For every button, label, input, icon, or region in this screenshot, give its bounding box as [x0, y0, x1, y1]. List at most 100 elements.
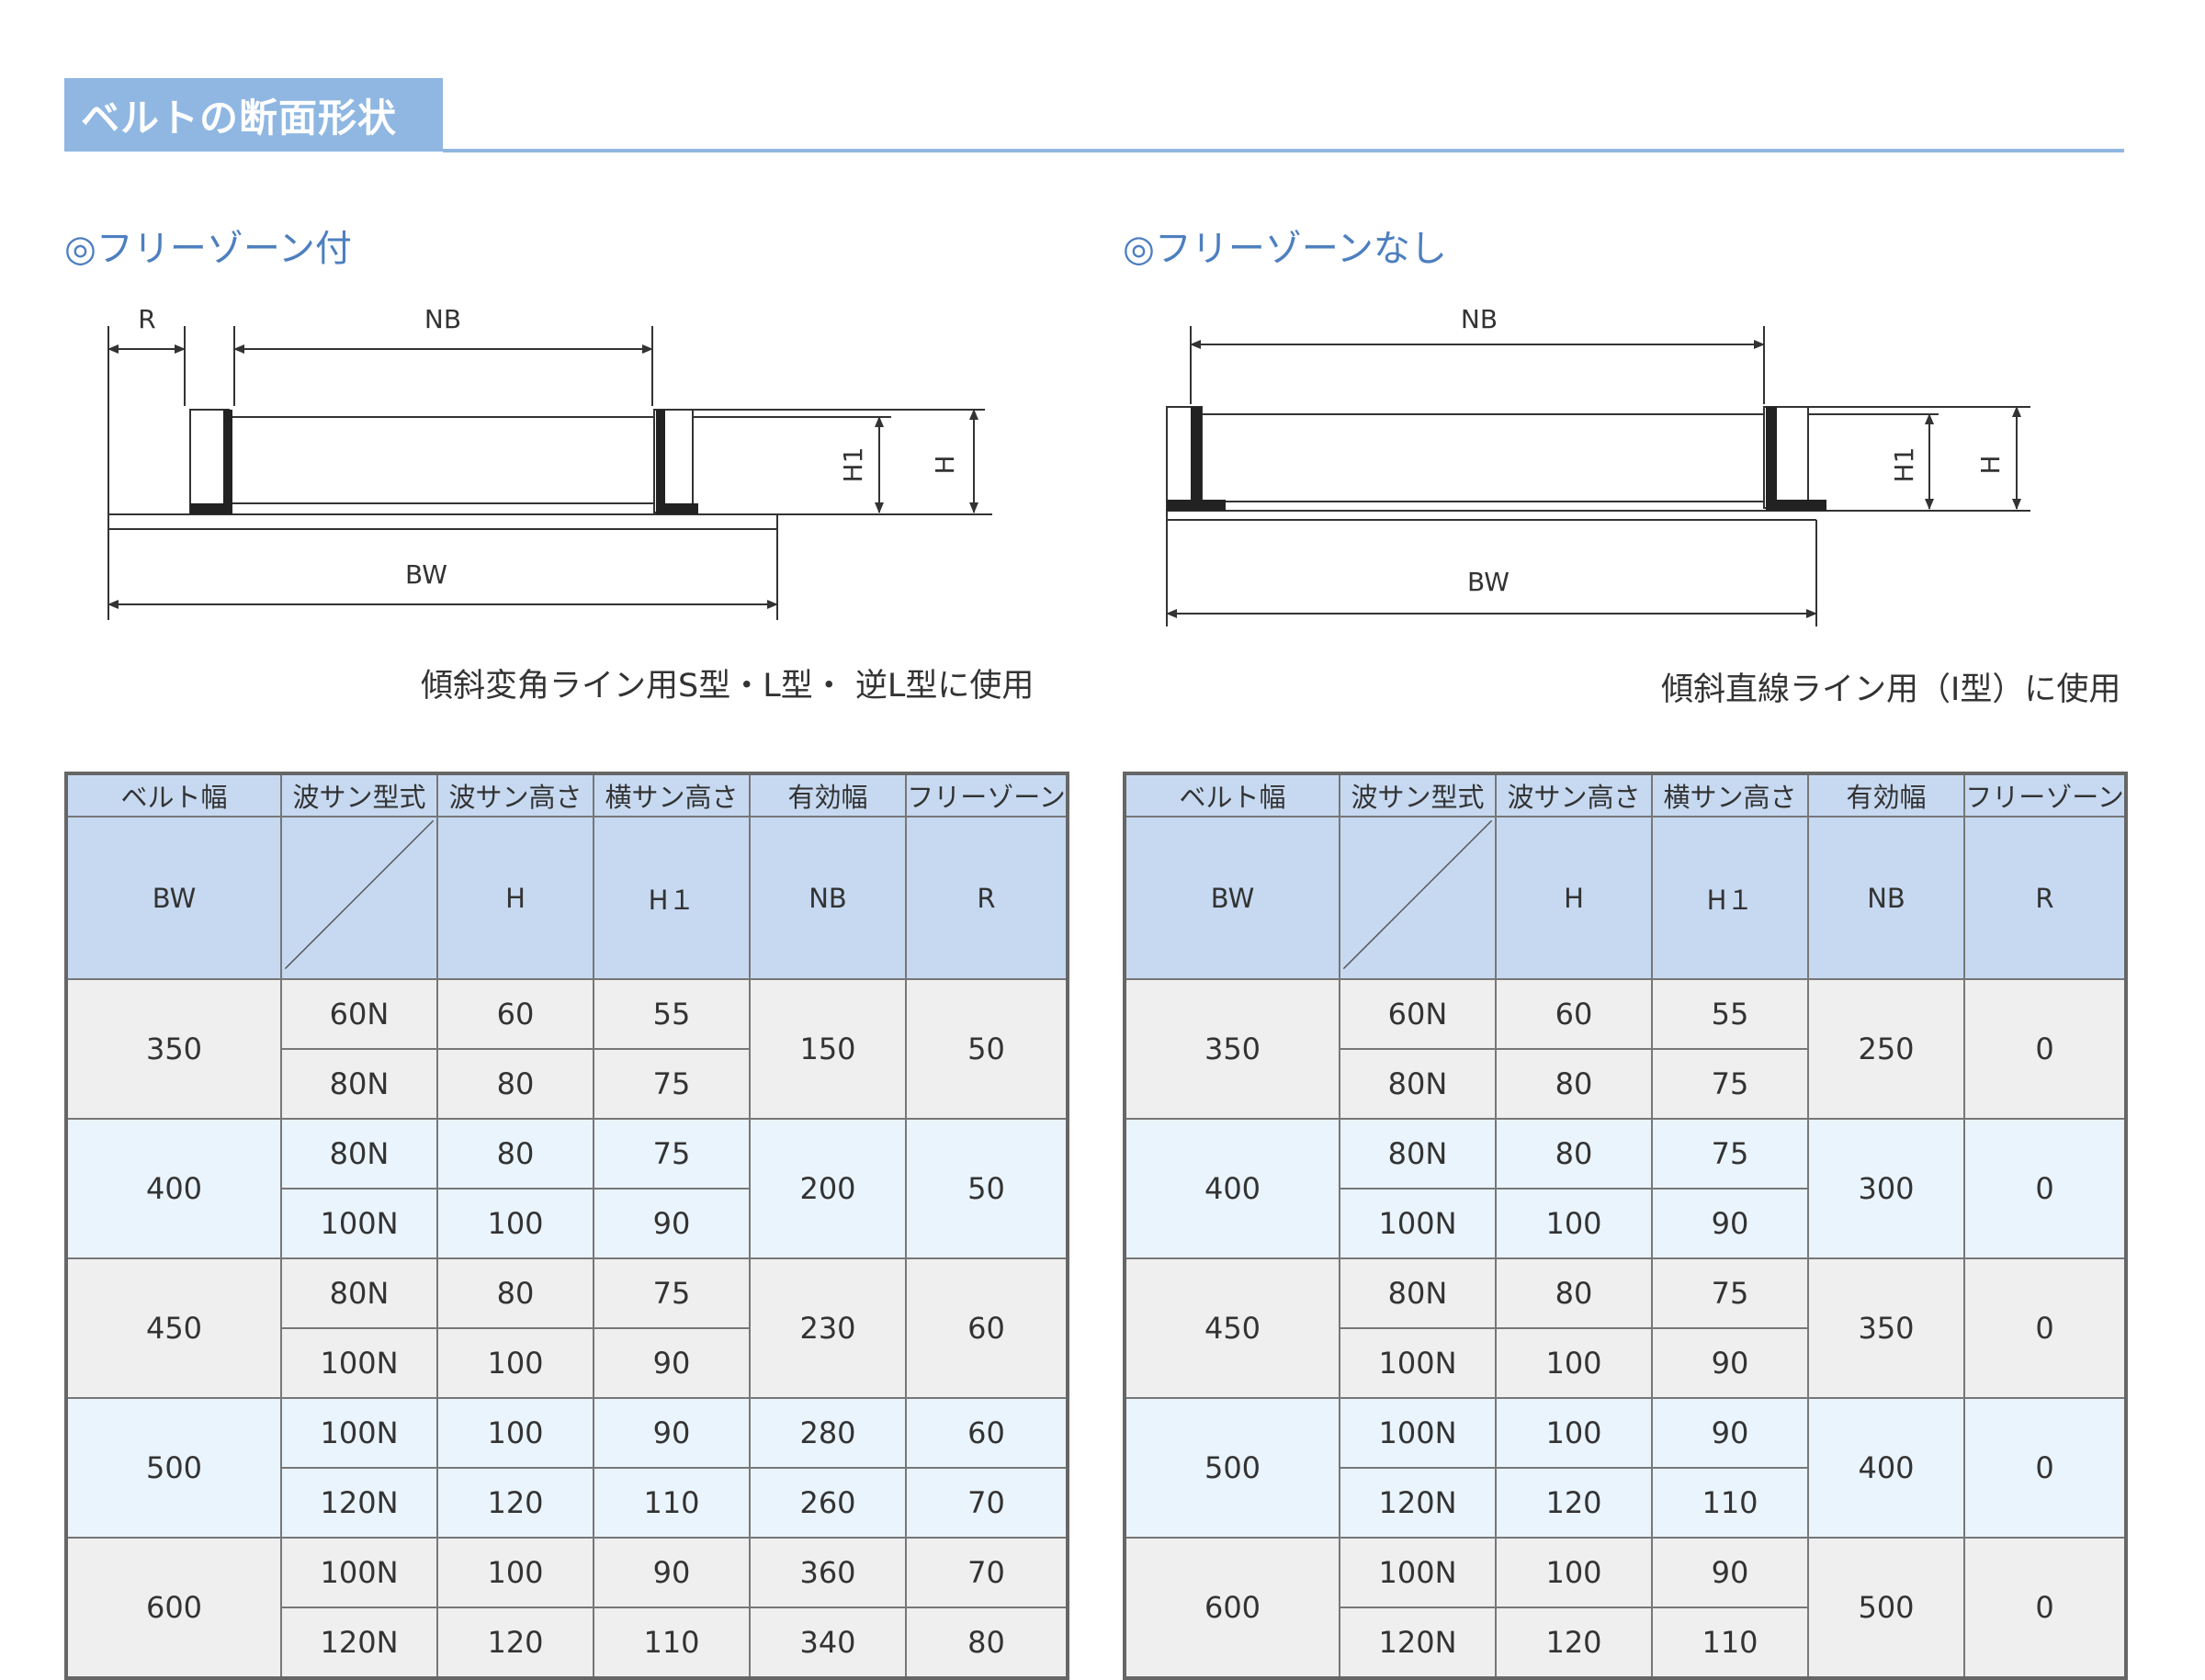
header-cell: フリーゾーン [905, 772, 1069, 817]
effective-width-cell: 150 [749, 978, 907, 1120]
header-cell: 横サン高さ [593, 772, 751, 817]
corrugation-height-cell: 60 [1495, 978, 1653, 1050]
corrugation-height-cell: 80 [436, 1257, 594, 1329]
corrugation-height-cell: 100 [436, 1327, 594, 1399]
header-cell: 波サン型式 [280, 772, 438, 817]
corrugation-type-cell: 80N [1339, 1048, 1497, 1120]
corrugation-type-cell: 120N [1339, 1607, 1497, 1679]
header-cell: 波サン型式 [1339, 772, 1497, 817]
left-caption: 傾斜変角ライン用S型・L型・ 逆L型に使用 [421, 668, 1035, 705]
subheader-cell: R [905, 816, 1069, 980]
effective-width-cell: 200 [749, 1118, 907, 1259]
free-zone-cell: 80 [905, 1607, 1069, 1679]
belt-width-cell: 400 [65, 1118, 282, 1259]
corrugation-height-cell: 80 [1495, 1118, 1653, 1190]
cleat-height-cell: 75 [593, 1257, 751, 1329]
free-zone-cell: 50 [905, 1118, 1069, 1259]
right-spec-table: ベルト幅 波サン型式 波サン高さ 横サン高さ 有効幅 フリーゾーン BW H H… [1123, 772, 2128, 1680]
free-zone-cell: 0 [1963, 1257, 2127, 1399]
corrugation-height-cell: 100 [436, 1188, 594, 1259]
cleat-height-cell: 90 [1651, 1188, 1809, 1259]
corrugation-height-cell: 100 [1495, 1537, 1653, 1608]
diagonal-header-cell [1339, 816, 1497, 980]
belt-width-cell: 500 [1124, 1397, 1340, 1539]
corrugation-height-cell: 120 [436, 1467, 594, 1539]
cleat-height-cell: 90 [1651, 1397, 1809, 1469]
cleat-height-cell: 75 [1651, 1257, 1809, 1329]
belt-width-cell: 450 [65, 1257, 282, 1399]
corrugation-type-cell: 100N [1339, 1537, 1497, 1608]
subheader-cell: BW [65, 816, 282, 980]
corrugation-type-cell: 100N [280, 1188, 438, 1259]
corrugation-height-cell: 100 [436, 1397, 594, 1469]
right-cross-section-diagram: NB BW H1 H [1166, 304, 2030, 626]
corrugation-height-cell: 100 [436, 1537, 594, 1608]
corrugation-height-cell: 60 [436, 978, 594, 1050]
corrugation-type-cell: 100N [280, 1537, 438, 1608]
cleat-height-cell: 75 [1651, 1118, 1809, 1190]
cleat-height-cell: 110 [1651, 1467, 1809, 1539]
left-spec-table: ベルト幅 波サン型式 波サン高さ 横サン高さ 有効幅 フリーゾーン BW H H… [64, 772, 1069, 1680]
corrugation-type-cell: 80N [280, 1118, 438, 1190]
right-dim-h1: H1 [1889, 447, 1919, 483]
corrugation-type-cell: 80N [1339, 1257, 1497, 1329]
corrugation-height-cell: 100 [1495, 1188, 1653, 1259]
effective-width-cell: 500 [1807, 1537, 1965, 1679]
corrugation-height-cell: 80 [436, 1118, 594, 1190]
cleat-height-cell: 90 [1651, 1537, 1809, 1608]
free-zone-cell: 60 [905, 1257, 1069, 1399]
belt-width-cell: 600 [1124, 1537, 1340, 1679]
cleat-height-cell: 55 [593, 978, 751, 1050]
subheader-cell: H１ [1651, 816, 1809, 980]
cleat-height-cell: 110 [1651, 1607, 1809, 1679]
corrugation-type-cell: 100N [1339, 1188, 1497, 1259]
corrugation-type-cell: 100N [280, 1327, 438, 1399]
corrugation-height-cell: 80 [436, 1048, 594, 1120]
right-dim-bw: BW [1467, 567, 1510, 597]
effective-width-cell: 230 [749, 1257, 907, 1399]
free-zone-cell: 60 [905, 1397, 1069, 1469]
corrugation-type-cell: 80N [1339, 1118, 1497, 1190]
table-header-row: ベルト幅 波サン型式 波サン高さ 横サン高さ 有効幅 フリーゾーン [65, 772, 1069, 817]
free-zone-cell: 0 [1963, 1537, 2127, 1679]
corrugation-type-cell: 120N [1339, 1467, 1497, 1539]
belt-width-cell: 400 [1124, 1118, 1340, 1259]
free-zone-cell: 70 [905, 1537, 1069, 1608]
belt-width-cell: 450 [1124, 1257, 1340, 1399]
header-cell: ベルト幅 [65, 772, 282, 817]
header-cell: ベルト幅 [1124, 772, 1340, 817]
effective-width-cell: 300 [1807, 1118, 1965, 1259]
corrugation-type-cell: 100N [280, 1397, 438, 1469]
subheader-cell: BW [1124, 816, 1340, 980]
header-cell: 有効幅 [749, 772, 907, 817]
header-cell: 波サン高さ [436, 772, 594, 817]
cleat-height-cell: 90 [593, 1327, 751, 1399]
subheader-cell: NB [1807, 816, 1965, 980]
corrugation-type-cell: 60N [280, 978, 438, 1050]
header-cell: 波サン高さ [1495, 772, 1653, 817]
free-zone-cell: 50 [905, 978, 1069, 1120]
effective-width-cell: 360 [749, 1537, 907, 1608]
right-dim-h: H [1975, 455, 2006, 474]
header-cell: 有効幅 [1807, 772, 1965, 817]
effective-width-cell: 340 [749, 1607, 907, 1679]
effective-width-cell: 400 [1807, 1397, 1965, 1539]
belt-width-cell: 500 [65, 1397, 282, 1539]
effective-width-cell: 250 [1807, 978, 1965, 1120]
subheader-cell: R [1963, 816, 2127, 980]
subheader-cell: NB [749, 816, 907, 980]
corrugation-height-cell: 100 [1495, 1397, 1653, 1469]
table-header-row: ベルト幅 波サン型式 波サン高さ 横サン高さ 有効幅 フリーゾーン [1124, 772, 2127, 817]
cleat-height-cell: 75 [593, 1048, 751, 1120]
cleat-height-cell: 75 [593, 1118, 751, 1190]
section-title: ベルトの断面形状 [64, 78, 443, 152]
